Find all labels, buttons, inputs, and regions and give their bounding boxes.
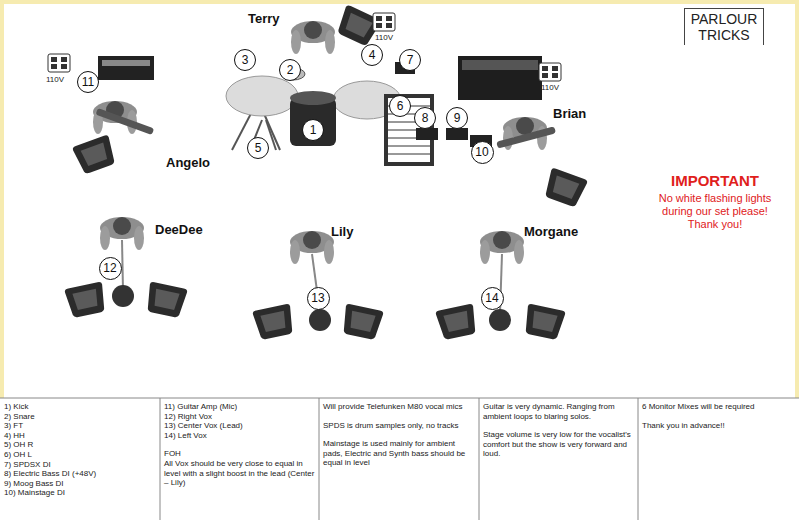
table-cell: Stage volume is very low for the vocalis… [483,430,634,459]
callout-circle: 6 [389,95,411,117]
table-cell: 2) Snare [4,412,156,422]
table-cell: Will provide Telefunken M80 vocal mics [323,402,475,412]
callout-number: 6 [397,100,404,112]
table-cell: 4) HH [4,431,156,441]
callout-number: 7 [407,54,414,66]
performer-name: Brian [553,106,586,121]
callout-number: 8 [422,112,429,124]
callout-circle: 7 [399,49,421,71]
performer-name: DeeDee [155,222,203,237]
callout-number: 14 [485,292,498,304]
table-cell: 6) OH L [4,450,156,460]
table-cell: 11) Guitar Amp (Mic) [164,402,315,412]
table-cell: 8) Electric Bass DI (+48V) [4,469,156,479]
table-cell: 6 Monitor Mixes will be required [642,402,795,412]
table-cell: Mainstage is used mainly for ambient pad… [323,439,475,468]
callout-number: 5 [255,142,262,154]
performer-name: Morgane [524,224,578,239]
table-cell: SPDS is drum samples only, no tracks [323,421,475,431]
warning-heading: IMPORTANT [655,172,775,189]
callout-circle: 14 [481,287,504,310]
table-cell: 10) Mainstage DI [4,488,156,498]
table-cell: 1) Kick [4,402,156,412]
table-cell: 3) FT [4,421,156,431]
table-column: 11) Guitar Amp (Mic)12) Right Vox13) Cen… [160,400,319,520]
callout-circle: 2 [279,59,301,81]
table-cell: Thank you in advance!! [642,421,795,431]
callout-circle: 5 [247,137,269,159]
callout-circle: 13 [307,287,330,310]
performer-name: Angelo [166,155,210,170]
table-cell: 13) Center Vox (Lead) [164,421,315,431]
callout-circle: 11 [77,71,99,93]
callout-number: 10 [475,146,488,158]
callout-number: 1 [310,124,317,136]
voltage-label: 110V [541,83,559,92]
callout-circle: 1 [302,119,324,141]
callout-number: 9 [454,112,461,124]
table-column: Guitar is very dynamic. Ranging from amb… [479,400,638,520]
performer-name: Lily [331,224,353,239]
callout-circle: 8 [414,107,436,129]
callout-number: 12 [103,262,116,274]
callout-circle: 10 [471,141,494,164]
callout-circle: 12 [99,257,122,280]
table-cell: All Vox should be very close to equal in… [164,459,315,488]
table-cell: 9) Moog Bass DI [4,479,156,489]
table-cell: Guitar is very dynamic. Ranging from amb… [483,402,634,421]
table-column: Will provide Telefunken M80 vocal micsSP… [319,400,479,520]
performer-name: Terry [248,11,280,26]
table-cell: FOH [164,449,315,459]
callout-circle: 3 [234,49,256,71]
callout-number: 11 [82,76,94,88]
table-column: 1) Kick2) Snare3) FT4) HH5) OH R6) OH L7… [0,400,160,520]
warning-note: No white flashing lights during our set … [655,192,775,231]
callout-circle: 4 [361,44,383,66]
voltage-label: 110V [46,75,64,84]
table-cell: 7) SPDSX DI [4,460,156,470]
table-cell: 5) OH R [4,440,156,450]
callout-circle: 9 [446,107,468,129]
voltage-label: 110V [375,33,393,42]
callout-number: 4 [369,49,376,61]
callout-number: 3 [242,54,249,66]
band-title: PARLOUR TRICKS [684,8,764,45]
table-cell: 14) Left Vox [164,431,315,441]
table-cell: 12) Right Vox [164,412,315,422]
callout-number: 13 [311,292,324,304]
table-column: 6 Monitor Mixes will be requiredThank yo… [638,400,799,520]
callout-number: 2 [287,64,294,76]
